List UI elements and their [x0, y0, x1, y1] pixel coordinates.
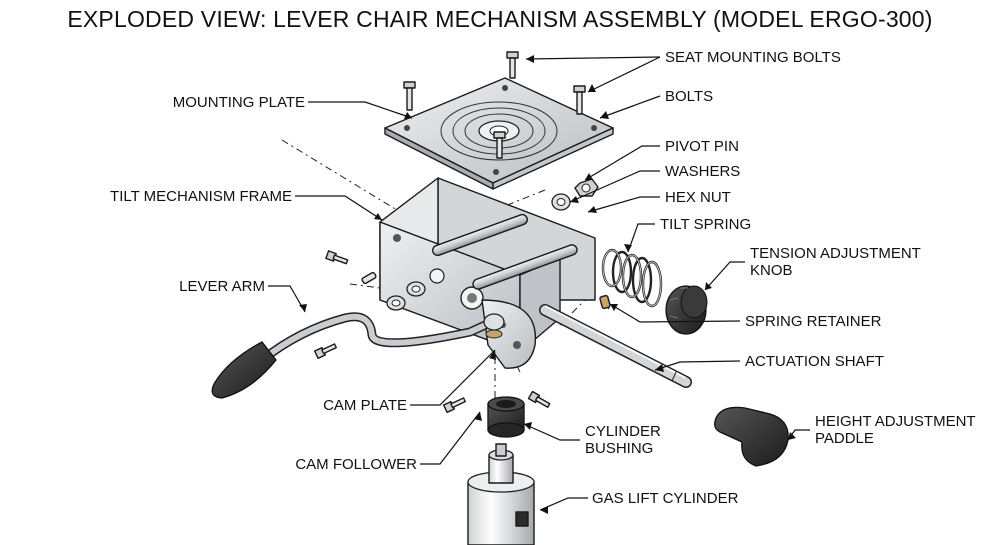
label-hex-nut: HEX NUT — [665, 189, 731, 206]
height-paddle-part — [714, 406, 789, 467]
small-screw-4 — [527, 390, 551, 408]
label-bolts: BOLTS — [665, 88, 714, 105]
label-cam-plate: CAM PLATE — [323, 397, 407, 414]
spring-retainer-part — [599, 294, 611, 310]
tension-knob-part — [665, 285, 708, 335]
label-height-adjustment-paddle-line2: PADDLE — [815, 430, 874, 447]
cylinder-bushing-part — [487, 396, 525, 438]
bolt-top — [506, 51, 519, 79]
label-tilt-mechanism-frame: TILT MECHANISM FRAME — [110, 188, 292, 205]
actuation-shaft-part — [539, 304, 692, 388]
tilt-spring-part — [601, 248, 663, 308]
label-cylinder-bushing-line1: CYLINDER — [585, 423, 661, 440]
frame-washers — [386, 281, 426, 311]
leader-arrowheads — [299, 55, 796, 514]
bolt-right — [573, 85, 586, 115]
diagram-title: EXPLODED VIEW: LEVER CHAIR MECHANISM ASS… — [67, 6, 933, 32]
lever-arm-part — [211, 312, 505, 399]
label-tilt-spring: TILT SPRING — [660, 216, 752, 233]
label-washers: WASHERS — [665, 163, 741, 180]
small-screw-1 — [325, 250, 349, 265]
bolt-center — [493, 131, 506, 159]
mounting-plate-part — [384, 77, 614, 190]
gas-lift-cylinder-part — [467, 443, 535, 545]
label-cam-follower: CAM FOLLOWER — [295, 456, 417, 473]
label-actuation-shaft: ACTUATION SHAFT — [745, 353, 884, 370]
small-pin — [361, 271, 377, 285]
label-spring-retainer: SPRING RETAINER — [745, 313, 882, 330]
label-tension-adjustment-knob-line1: TENSION ADJUSTMENT — [750, 245, 921, 262]
label-gas-lift-cylinder: GAS LIFT CYLINDER — [592, 490, 739, 507]
bolt-left — [403, 81, 416, 111]
label-mounting-plate: MOUNTING PLATE — [172, 94, 305, 111]
bolt-parts — [313, 51, 586, 414]
label-seat-mounting-bolts: SEAT MOUNTING BOLTS — [665, 49, 841, 66]
label-pivot-pin: PIVOT PIN — [665, 138, 739, 155]
small-screw-2 — [313, 343, 337, 360]
label-cylinder-bushing-line2: BUSHING — [585, 440, 654, 457]
label-tension-adjustment-knob-line2: KNOB — [750, 262, 793, 279]
label-lever-arm: LEVER ARM — [179, 278, 265, 295]
label-height-adjustment-paddle-line1: HEIGHT ADJUSTMENT — [815, 413, 976, 430]
small-screw-3 — [442, 397, 466, 414]
pivot-hardware — [551, 178, 599, 211]
